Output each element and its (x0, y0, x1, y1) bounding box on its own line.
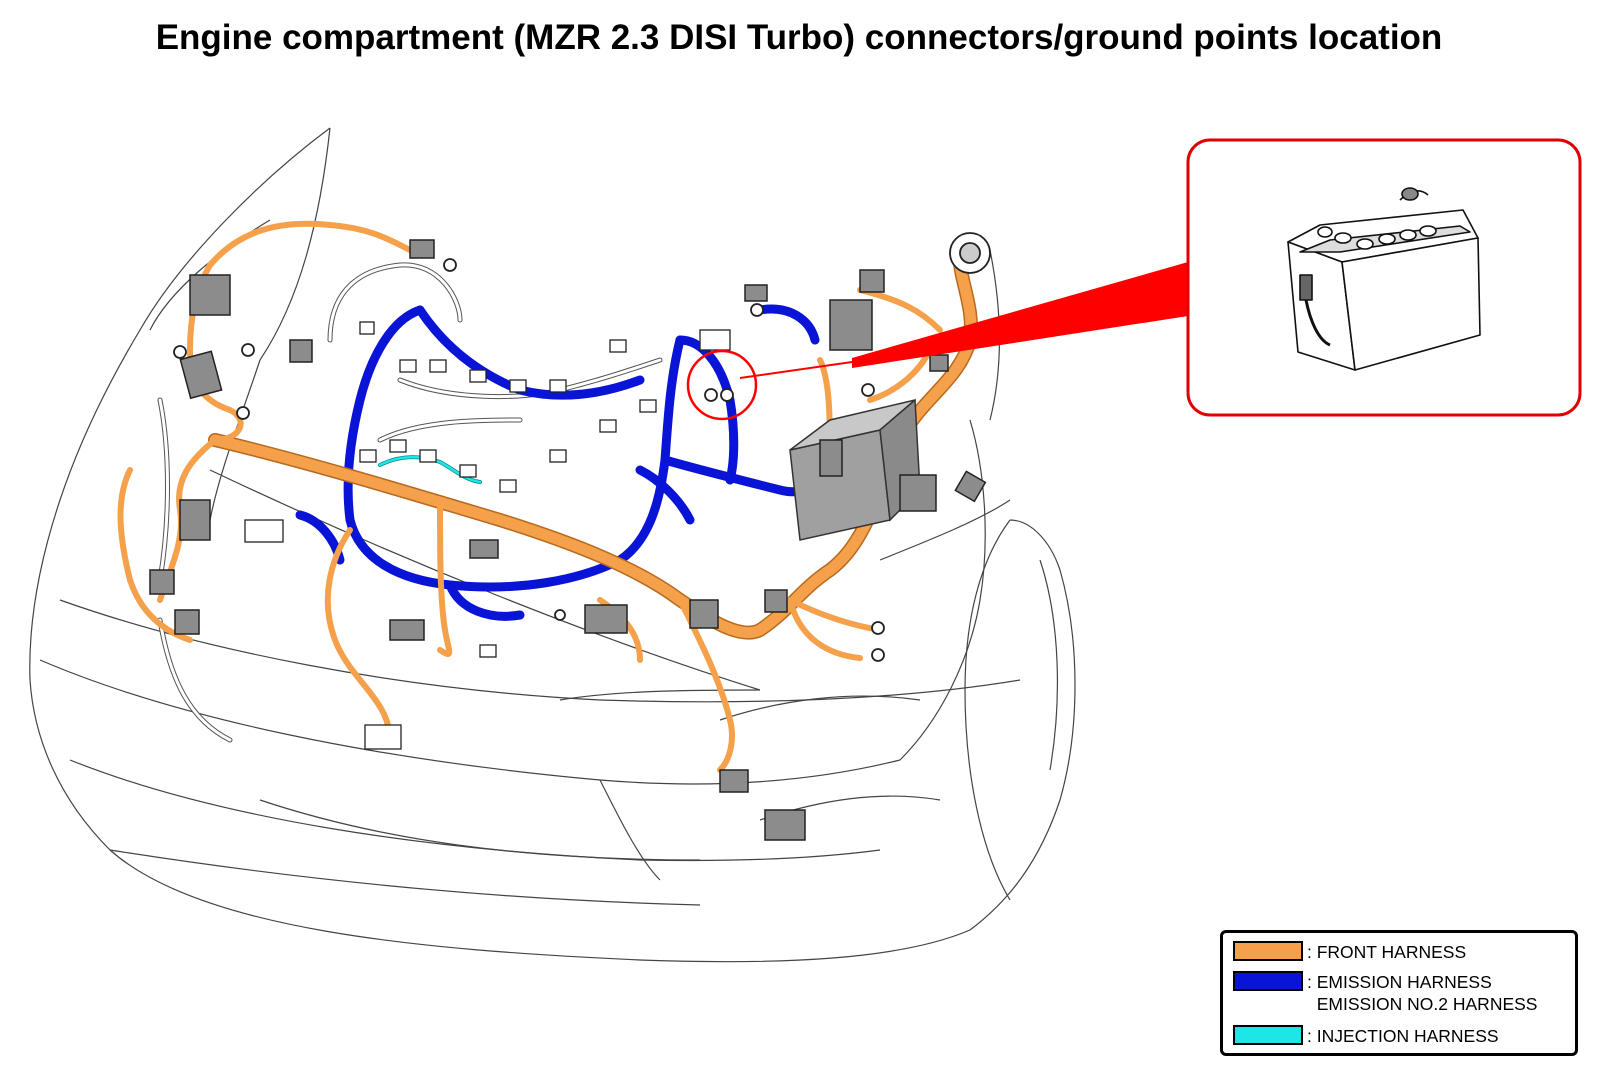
battery-icon (1287, 187, 1481, 371)
legend-label-emission: : EMISSION HARNESS EMISSION NO.2 HARNESS (1307, 972, 1538, 1014)
legend: : FRONT HARNESS : EMISSION HARNESS EMISS… (1220, 930, 1578, 1056)
ground-point-highlight (686, 262, 1188, 421)
connectors (149, 239, 987, 841)
white-harness (157, 262, 663, 743)
legend-label-injection: : INJECTION HARNESS (1307, 1026, 1499, 1046)
legend-swatch-front (1233, 941, 1303, 961)
small-white-connectors (244, 321, 731, 750)
legend-swatch-injection (1233, 1025, 1303, 1045)
battery-in-bay (789, 398, 921, 541)
legend-item-injection-harness: : INJECTION HARNESS (1233, 1025, 1499, 1047)
page-title: Engine compartment (MZR 2.3 DISI Turbo) … (155, 18, 1443, 57)
legend-label-front: : FRONT HARNESS (1307, 942, 1467, 962)
ground-points (173, 232, 991, 662)
battery-inset (1186, 138, 1582, 417)
legend-item-front-harness: : FRONT HARNESS (1233, 941, 1466, 963)
legend-swatch-emission (1233, 971, 1303, 991)
legend-item-emission-harness: : EMISSION HARNESS EMISSION NO.2 HARNESS (1233, 971, 1537, 1015)
